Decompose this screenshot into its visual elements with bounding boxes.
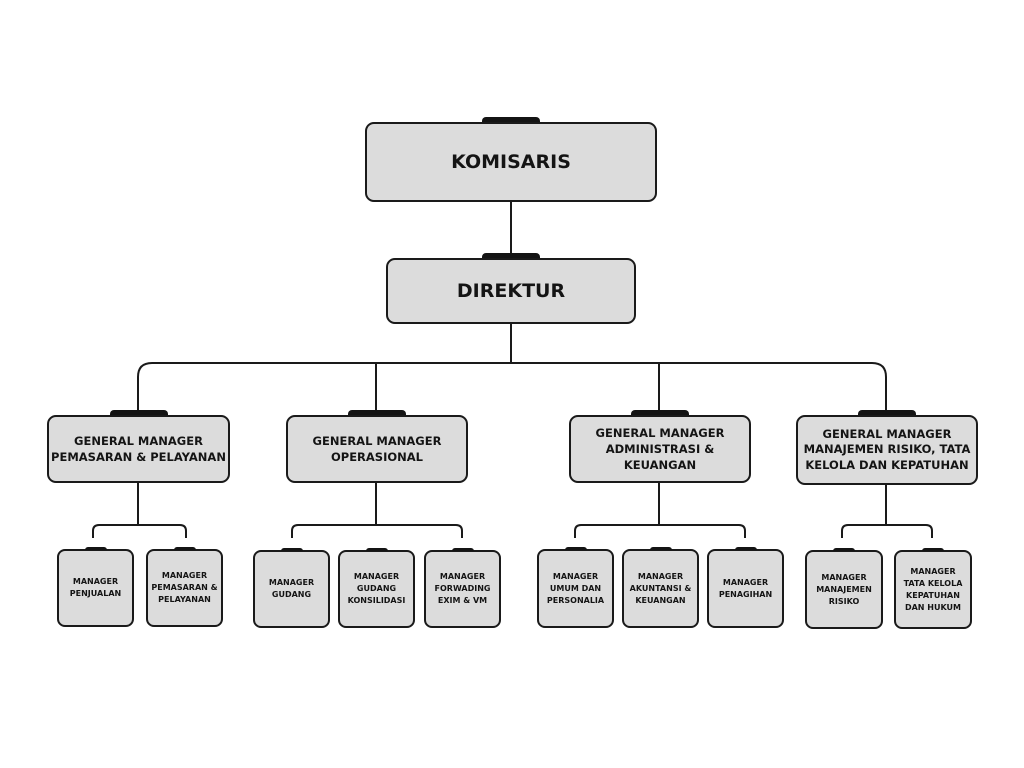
- komisaris-label: KOMISARIS: [451, 151, 571, 173]
- box-tab: [649, 547, 672, 550]
- manager-gudang-box: MANAGER GUDANG: [253, 548, 330, 628]
- box-tab: [348, 410, 406, 415]
- box-tab: [833, 548, 855, 551]
- line-gm1-branch: [92, 524, 187, 538]
- manager-label: MANAGER MANAJEMEN RISIKO: [816, 572, 872, 606]
- komisaris-box: KOMISARIS: [365, 117, 657, 202]
- manager-label: MANAGER PENAGIHAN: [718, 577, 773, 599]
- box-tab: [280, 548, 303, 551]
- gm-label: GENERAL MANAGER ADMINISTRASI & KEUANGAN: [595, 426, 725, 472]
- box-tab: [482, 253, 540, 258]
- box-tab: [451, 548, 474, 551]
- gm-pemasaran-box: GENERAL MANAGER PEMASARAN & PELAYANAN: [47, 410, 230, 483]
- gm-administrasi-box: GENERAL MANAGER ADMINISTRASI & KEUANGAN: [569, 410, 751, 483]
- manager-label: MANAGER FORWADING EXIM & VM: [434, 572, 491, 605]
- box-tab: [631, 410, 689, 415]
- gm-operasional-box: GENERAL MANAGER OPERASIONAL: [286, 410, 468, 483]
- manager-label: MANAGER GUDANG KONSILIDASI: [347, 572, 406, 605]
- line-gm4-branch: [841, 524, 933, 538]
- box-tab: [84, 547, 107, 550]
- manager-penagihan-box: MANAGER PENAGIHAN: [707, 547, 784, 628]
- line-direktur-branch: [137, 362, 887, 415]
- gm-manajemen-risiko-box: GENERAL MANAGER MANAJEMEN RISIKO, TATA K…: [796, 410, 978, 485]
- box-tab: [922, 548, 944, 551]
- direktur-box: DIREKTUR: [386, 253, 636, 324]
- manager-tata-kelola-box: MANAGER TATA KELOLA KEPATUHAN DAN HUKUM: [894, 548, 972, 629]
- manager-akuntansi-keuangan-box: MANAGER AKUNTANSI & KEUANGAN: [622, 547, 699, 628]
- box-tab: [564, 547, 587, 550]
- box-tab: [858, 410, 916, 415]
- box-tab: [365, 548, 388, 551]
- box-tab: [482, 117, 540, 122]
- manager-manajemen-risiko-box: MANAGER MANAJEMEN RISIKO: [805, 548, 883, 629]
- manager-forwading-box: MANAGER FORWADING EXIM & VM: [424, 548, 501, 628]
- manager-label: MANAGER TATA KELOLA KEPATUHAN DAN HUKUM: [903, 566, 963, 612]
- line-gm3-branch: [574, 524, 746, 538]
- box-tab: [173, 547, 196, 550]
- line-gm2-branch: [291, 524, 463, 538]
- direktur-label: DIREKTUR: [456, 280, 566, 302]
- gm-label: GENERAL MANAGER OPERASIONAL: [312, 434, 442, 464]
- gm-label: GENERAL MANAGER MANAJEMEN RISIKO, TATA K…: [803, 426, 971, 472]
- manager-label: MANAGER GUDANG: [268, 578, 315, 599]
- manager-label: MANAGER UMUM DAN PERSONALIA: [546, 571, 605, 605]
- box-tab: [734, 547, 757, 550]
- manager-umum-personalia-box: MANAGER UMUM DAN PERSONALIA: [537, 547, 614, 628]
- manager-gudang-konsilidasi-box: MANAGER GUDANG KONSILIDASI: [338, 548, 415, 628]
- manager-penjualan-box: MANAGER PENJUALAN: [57, 547, 134, 627]
- box-tab: [109, 410, 168, 415]
- manager-label: MANAGER PEMASARAN & PELAYANAN: [151, 571, 218, 604]
- gm-label: GENERAL MANAGER PEMASARAN & PELAYANAN: [51, 434, 226, 464]
- manager-label: MANAGER AKUNTANSI & KEUANGAN: [629, 571, 692, 605]
- manager-label: MANAGER PENJUALAN: [69, 577, 122, 598]
- manager-pemasaran-pelayanan-box: MANAGER PEMASARAN & PELAYANAN: [146, 547, 223, 627]
